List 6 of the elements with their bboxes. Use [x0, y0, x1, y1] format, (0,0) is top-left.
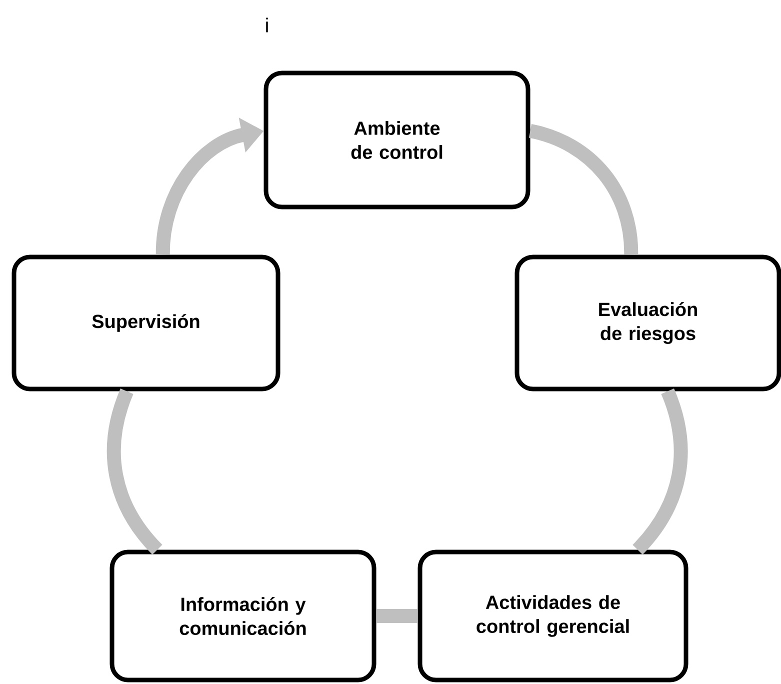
process-box: Supervisión: [12, 254, 280, 392]
process-box: Información y comunicación: [110, 550, 376, 682]
process-box: Actividades de control gerencial: [418, 550, 688, 682]
process-box: Ambiente de control: [264, 70, 530, 210]
process-box: Evaluación de riesgos: [514, 254, 781, 392]
note-label: i: [266, 18, 268, 32]
